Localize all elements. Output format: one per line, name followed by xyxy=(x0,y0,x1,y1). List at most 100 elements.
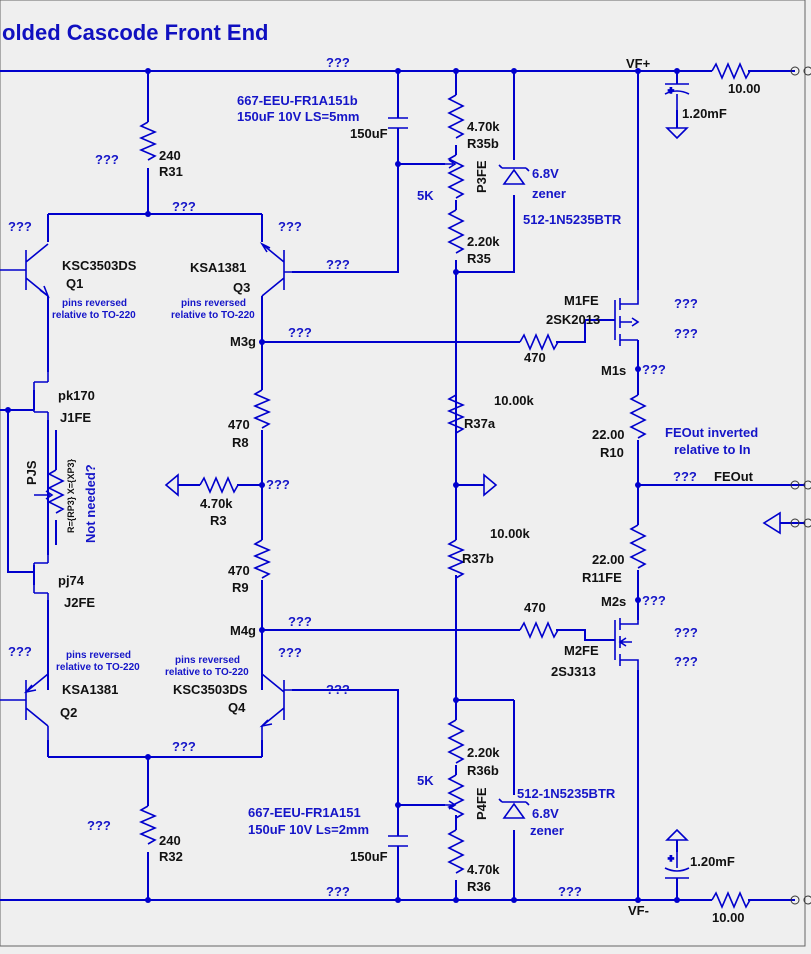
bottom-rail-net-label-right: ??? xyxy=(558,884,582,899)
r36-ref: R36 xyxy=(467,879,491,894)
j1-partnumber: pk170 xyxy=(58,388,95,403)
q2-note-2: relative to TO-220 xyxy=(56,662,140,673)
q3-ref: Q3 xyxy=(233,280,250,295)
r35b-ref: R35b xyxy=(467,136,499,151)
vf-minus-label: VF- xyxy=(628,903,649,918)
cap-top-spec: 150uF 10V LS=5mm xyxy=(237,109,359,124)
q4-note-2: relative to TO-220 xyxy=(165,667,249,678)
cap-bot-value: 150uF xyxy=(350,849,388,864)
r32-value: 240 xyxy=(159,833,181,848)
r10-ref: R10 xyxy=(600,445,624,460)
r11-value: 22.00 xyxy=(592,552,625,567)
q3-note-2: relative to TO-220 xyxy=(171,310,255,321)
cap-bot-spec: 150uF 10V Ls=2mm xyxy=(248,822,369,837)
q2-partnumber: KSA1381 xyxy=(62,682,118,697)
zener1-value: 6.8V xyxy=(532,166,559,181)
q4-ref: Q4 xyxy=(228,700,246,715)
j1-ref: J1FE xyxy=(60,410,91,425)
q3-note-1: pins reversed xyxy=(181,298,246,309)
m2-partnumber: 2SJ313 xyxy=(551,664,596,679)
r37a-value: 10.00k xyxy=(494,393,535,408)
m1-net-label-2: ??? xyxy=(674,326,698,341)
q1-note-2: relative to TO-220 xyxy=(52,310,136,321)
cap-top-partnumber: 667-EEU-FR1A151b xyxy=(237,93,358,108)
r37b-value: 10.00k xyxy=(490,526,531,541)
m3g-net-label: ??? xyxy=(288,325,312,340)
p4fe-ref: P4FE xyxy=(474,787,489,820)
q3-partnumber: KSA1381 xyxy=(190,260,246,275)
q2-note-1: pins reversed xyxy=(66,650,131,661)
m1s-label: M1s xyxy=(601,363,626,378)
bottom-bias-net-label: ??? xyxy=(172,739,196,754)
zener-symbols xyxy=(498,164,530,819)
ground-symbols xyxy=(164,127,781,841)
feout-net-label: ??? xyxy=(673,469,697,484)
svg-text:+: + xyxy=(668,86,674,97)
r36b-value: 2.20k xyxy=(467,745,500,760)
r3-net-label: ??? xyxy=(266,477,290,492)
m2s-net-label: ??? xyxy=(642,593,666,608)
r31-ref: R31 xyxy=(159,164,183,179)
vf-plus-label: VF+ xyxy=(626,56,651,71)
q1-partnumber: KSC3503DS xyxy=(62,258,137,273)
r9-value: 470 xyxy=(228,563,250,578)
m2-net-label-1: ??? xyxy=(674,625,698,640)
bjt-symbols xyxy=(0,242,292,740)
m3g-label: M3g xyxy=(230,334,256,349)
mosfet-symbols xyxy=(614,290,640,670)
pjs-ref: PJS xyxy=(24,460,39,485)
rail-resistor-bot-value: 10.00 xyxy=(712,910,745,925)
r8-ref: R8 xyxy=(232,435,249,450)
p4fe-value: 5K xyxy=(417,773,434,788)
m4g-label: M4g xyxy=(230,623,256,638)
feout-note-1: FEOut inverted xyxy=(665,425,758,440)
r3-ref: R3 xyxy=(210,513,227,528)
connector-pins xyxy=(790,66,811,905)
q3-net-label: ??? xyxy=(278,219,302,234)
j2-partnumber: pj74 xyxy=(58,573,85,588)
resistor-symbols xyxy=(34,61,751,910)
r36-value: 4.70k xyxy=(467,862,500,877)
q1-ref: Q1 xyxy=(66,276,83,291)
m2-net-label-2: ??? xyxy=(674,654,698,669)
cap-bot-partnumber: 667-EEU-FR1A151 xyxy=(248,805,361,820)
r31-net-label: ??? xyxy=(95,152,119,167)
q4-net-label: ??? xyxy=(278,645,302,660)
m1s-net-label: ??? xyxy=(642,362,666,377)
q2-net-label: ??? xyxy=(8,644,32,659)
q4-note-1: pins reversed xyxy=(175,655,240,666)
m1-ref: M1FE xyxy=(564,293,599,308)
zener2-kind: zener xyxy=(530,823,564,838)
r3-value: 4.70k xyxy=(200,496,233,511)
m4g-net-label: ??? xyxy=(288,614,312,629)
bottom-rail-net-label-left: ??? xyxy=(326,884,350,899)
m1-partnumber: 2SK2013 xyxy=(546,312,600,327)
r31-value: 240 xyxy=(159,148,181,163)
zener2-partnumber: 512-1N5235BTR xyxy=(517,786,616,801)
q1-net-label: ??? xyxy=(8,219,32,234)
zener1-partnumber: 512-1N5235BTR xyxy=(523,212,622,227)
m1-gate-resistor-value: 470 xyxy=(524,350,546,365)
r35-value: 2.20k xyxy=(467,234,500,249)
wires xyxy=(0,70,805,901)
q4-partnumber: KSC3503DS xyxy=(173,682,248,697)
q4-base-net-label: ??? xyxy=(326,682,350,697)
m1-net-label-1: ??? xyxy=(674,296,698,311)
jfet-symbols xyxy=(33,372,49,600)
top-rail-net-label: ??? xyxy=(326,55,350,70)
feout-note-2: relative to In xyxy=(674,442,751,457)
r8-value: 470 xyxy=(228,417,250,432)
r37a-ref: R37a xyxy=(464,416,496,431)
r32-net-label: ??? xyxy=(87,818,111,833)
schematic-title: olded Cascode Front End xyxy=(2,20,268,45)
r35-ref: R35 xyxy=(467,251,491,266)
m2-gate-resistor-value: 470 xyxy=(524,600,546,615)
cap-top-value: 150uF xyxy=(350,126,388,141)
zener2-value: 6.8V xyxy=(532,806,559,821)
m2s-label: M2s xyxy=(601,594,626,609)
not-needed-note: Not needed? xyxy=(83,464,98,543)
feout-label: FEOut xyxy=(714,469,754,484)
junctions xyxy=(5,68,680,903)
rail-cap-top-value: 1.20mF xyxy=(682,106,727,121)
